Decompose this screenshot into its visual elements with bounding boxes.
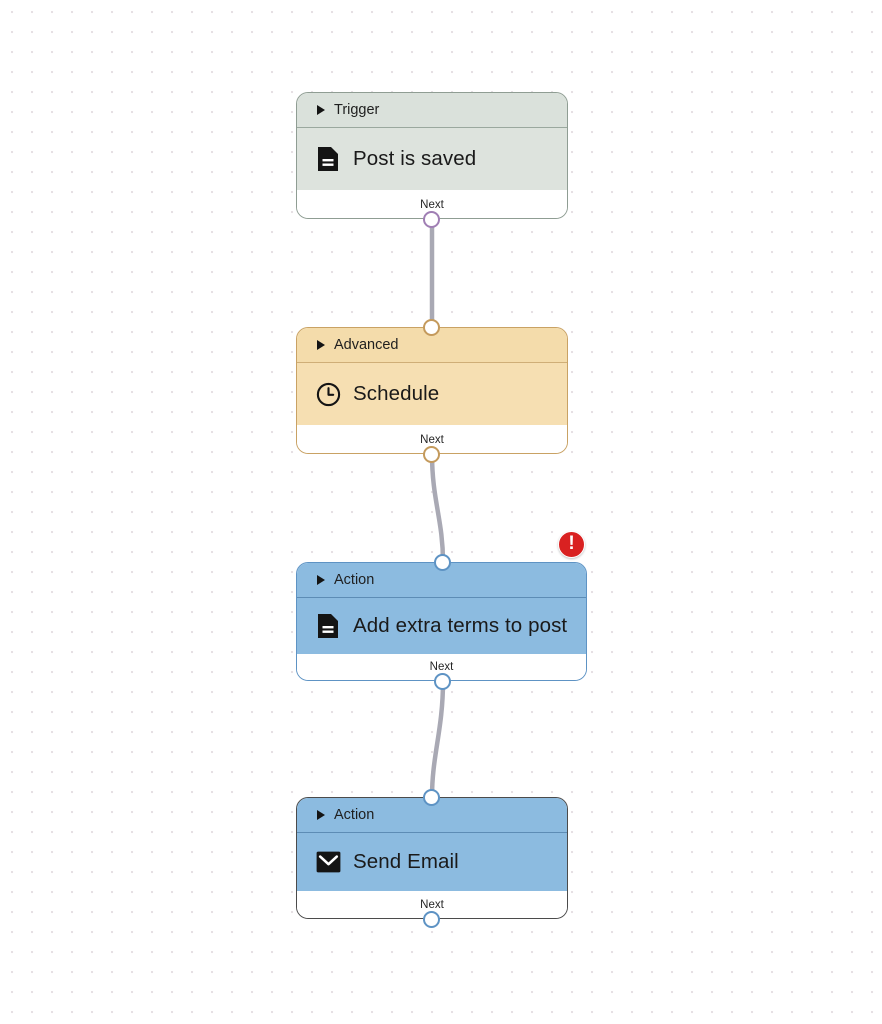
port-trigger-next[interactable]: [423, 211, 440, 228]
chevron-right-icon[interactable]: [317, 810, 325, 820]
node-action-1-next-label: Next: [429, 661, 454, 673]
node-trigger-header[interactable]: Trigger: [297, 93, 567, 128]
node-trigger-body[interactable]: Post is saved: [297, 128, 567, 190]
node-action-1-body[interactable]: Add extra terms to post: [297, 598, 586, 654]
edge-action-1-to-action-2: [429, 678, 446, 800]
node-trigger[interactable]: Trigger Post is saved Next: [296, 92, 568, 219]
node-trigger-title: Post is saved: [353, 147, 477, 170]
document-icon: [315, 146, 341, 172]
node-action-2[interactable]: Action Send Email Next: [296, 797, 568, 919]
port-action-1-next[interactable]: [434, 673, 451, 690]
node-action-1[interactable]: Action Add extra terms to post Next: [296, 562, 587, 681]
node-action-1-header-label: Action: [334, 572, 375, 588]
clock-icon: [315, 381, 341, 407]
node-action-2-next-label: Next: [420, 899, 444, 911]
node-advanced-header-label: Advanced: [334, 337, 399, 353]
node-action-2-title: Send Email: [353, 850, 459, 873]
port-advanced-next[interactable]: [423, 446, 440, 463]
chevron-right-icon[interactable]: [317, 575, 325, 585]
node-advanced-next-label: Next: [420, 434, 444, 446]
node-action-2-body[interactable]: Send Email: [297, 833, 567, 891]
node-action-2-header-label: Action: [334, 807, 375, 823]
node-action-1-title: Add extra terms to post: [353, 614, 568, 637]
chevron-right-icon[interactable]: [317, 105, 325, 115]
node-advanced-body[interactable]: Schedule: [297, 363, 567, 425]
port-action-2-next[interactable]: [423, 911, 440, 928]
port-action-1-in[interactable]: [434, 554, 451, 571]
error-badge[interactable]: !: [558, 531, 585, 558]
node-advanced[interactable]: Advanced Schedule Next: [296, 327, 568, 454]
node-advanced-title: Schedule: [353, 382, 440, 405]
node-trigger-next-label: Next: [420, 199, 444, 211]
envelope-icon: [315, 849, 341, 875]
node-trigger-header-label: Trigger: [334, 102, 380, 118]
error-badge-glyph: !: [568, 533, 575, 554]
document-icon: [315, 613, 341, 639]
port-action-2-in[interactable]: [423, 789, 440, 806]
chevron-right-icon[interactable]: [317, 340, 325, 350]
edge-advanced-to-action-1: [429, 451, 446, 565]
port-advanced-in[interactable]: [423, 319, 440, 336]
